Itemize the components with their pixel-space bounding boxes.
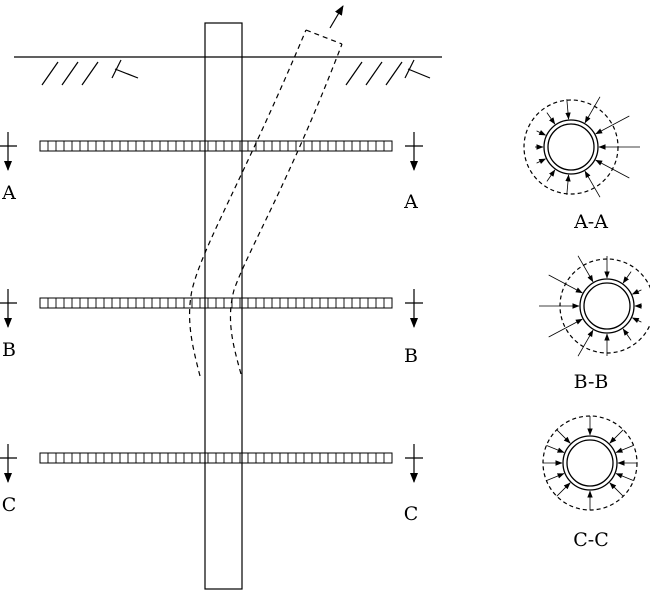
- pressure-arrow: [546, 473, 565, 481]
- pressure-arrow: [548, 318, 583, 338]
- pressure-arrow: [615, 473, 634, 481]
- cross-section-b-b: [539, 255, 650, 357]
- pressure-arrow: [565, 99, 571, 120]
- pile-section-outer: [562, 435, 618, 491]
- segmented-band-c: [39, 452, 393, 464]
- ground-hatch-left: [41, 59, 139, 86]
- section-cut-marker: [0, 289, 17, 328]
- pile: [204, 22, 243, 590]
- section-label-right-b: B: [404, 345, 418, 367]
- segmented-band-a: [39, 140, 393, 152]
- pressure-arrow: [631, 317, 642, 324]
- pressure-arrow: [546, 169, 556, 182]
- pile-section-outer: [543, 119, 599, 175]
- section-markers: [0, 132, 423, 483]
- section-label-left-b: B: [2, 339, 16, 361]
- pressure-arrow: [584, 96, 601, 124]
- pile-section-outer: [579, 278, 635, 334]
- cross-section-views: [523, 96, 650, 511]
- pressure-arrow: [631, 288, 642, 295]
- section-cut-marker: [0, 444, 17, 483]
- pressure-arrow: [609, 429, 624, 444]
- pressure-arrow: [546, 445, 565, 453]
- pressure-arrow: [536, 129, 547, 136]
- cross-section-a-a: [523, 96, 640, 198]
- cross-section-label-b-b: B-B: [574, 371, 609, 393]
- pressure-arrow: [556, 482, 571, 497]
- cross-section-label-a-a: A-A: [573, 211, 608, 233]
- section-label-left-c: C: [2, 494, 17, 516]
- pressure-arrow: [556, 429, 571, 444]
- section-cut-marker: [405, 444, 423, 483]
- section-label-right-c: C: [404, 503, 419, 525]
- cross-section-c-c: [542, 415, 638, 511]
- segmented-band-b: [39, 297, 393, 309]
- pressure-arrow: [536, 158, 547, 165]
- cross-section-label-c-c: C-C: [573, 529, 609, 551]
- pressure-arrow: [595, 159, 630, 179]
- ground-hatch-right: [345, 59, 431, 86]
- pressure-arrow: [595, 115, 630, 135]
- pile-section-inner: [583, 282, 631, 330]
- section-label-left-a: A: [1, 182, 16, 204]
- pressure-arrow: [584, 170, 601, 198]
- deflected-pile-outline: [188, 5, 344, 377]
- segmented-bands: [39, 140, 393, 464]
- pressure-arrow: [577, 329, 594, 357]
- section-cut-marker: [405, 132, 423, 171]
- pressure-arrow: [546, 112, 556, 125]
- pressure-arrow: [548, 274, 583, 294]
- pressure-arrow: [615, 445, 634, 453]
- pressure-arrow: [577, 255, 594, 283]
- deflection-direction-arrow: [329, 5, 344, 29]
- pressure-arrow: [609, 482, 624, 497]
- pressure-arrow: [622, 271, 632, 284]
- pile-section-inner: [547, 123, 595, 171]
- section-label-right-a: A: [403, 191, 418, 213]
- pile-section-inner: [566, 439, 614, 487]
- section-cut-marker: [405, 289, 423, 328]
- pressure-arrow: [565, 174, 571, 195]
- section-cut-marker: [0, 132, 17, 171]
- pressure-arrow: [622, 328, 632, 341]
